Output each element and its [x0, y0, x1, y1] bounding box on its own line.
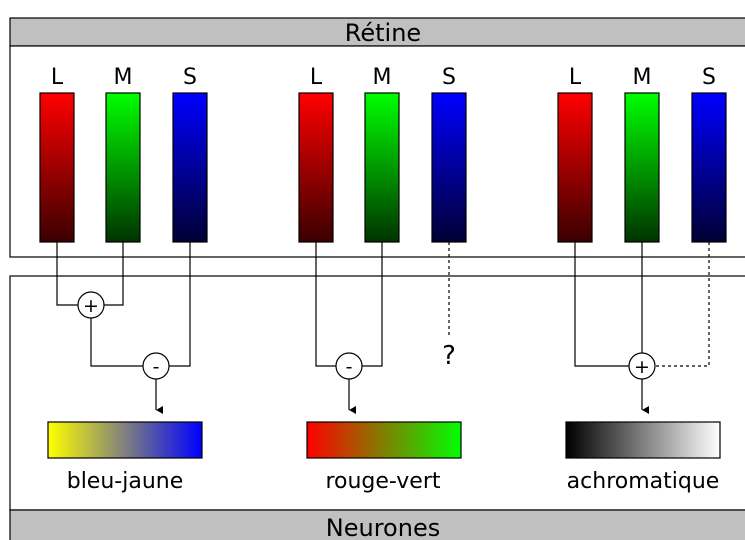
channel-label-blue-yellow: bleu-jaune	[67, 469, 184, 494]
cone-L	[39, 92, 75, 243]
cone-letter-M: M	[114, 65, 133, 90]
cone-letter-L: L	[569, 65, 582, 90]
minus-node	[142, 352, 170, 380]
minus-operator: -	[142, 352, 170, 380]
cone-S	[172, 92, 208, 243]
minus-sign: -	[346, 356, 353, 378]
wiring-achromatic	[574, 242, 710, 414]
neurons-panel: Neurones	[9, 275, 745, 540]
plus-sign: +	[83, 295, 99, 317]
cone-M	[624, 92, 660, 243]
plus-operator: +	[77, 291, 105, 319]
plus-sign: +	[634, 356, 650, 378]
connector-line	[56, 242, 78, 306]
wiring-red-green	[315, 242, 450, 414]
plus-node	[77, 291, 105, 319]
retina-header	[9, 17, 745, 47]
connector-line	[574, 242, 629, 367]
cone-letters: L M S L M S L M S	[51, 65, 716, 90]
connector-line	[315, 242, 336, 367]
achromatic-gradient-bar	[565, 421, 721, 459]
channel-label-red-green: rouge-vert	[325, 469, 440, 494]
connector-line	[90, 318, 143, 367]
cone-L	[298, 92, 334, 243]
cone-M	[105, 92, 141, 243]
cone-S	[431, 92, 467, 243]
retina-title: Rétine	[345, 19, 421, 47]
cone-letter-S: S	[442, 65, 456, 90]
minus-sign: -	[153, 356, 160, 378]
plus-operator: +	[628, 352, 656, 380]
neurons-body	[9, 275, 745, 511]
cone-letter-M: M	[633, 65, 652, 90]
wiring-blue-yellow	[56, 242, 191, 414]
cone-letter-S: S	[183, 65, 197, 90]
cone-letter-S: S	[702, 65, 716, 90]
unknown-mark: ?	[442, 341, 456, 371]
minus-operator: -	[335, 352, 363, 380]
neurons-title: Neurones	[326, 514, 440, 540]
neurons-header	[9, 509, 745, 540]
minus-node	[335, 352, 363, 380]
cone-M	[364, 92, 400, 243]
cone-L	[557, 92, 593, 243]
cone-letter-L: L	[310, 65, 323, 90]
cone-letter-L: L	[51, 65, 64, 90]
red-green-gradient-bar	[306, 421, 462, 459]
cone-letter-M: M	[373, 65, 392, 90]
connector-line	[169, 242, 191, 367]
plus-node	[628, 352, 656, 380]
connector-line	[104, 242, 124, 306]
cone-S	[691, 92, 727, 243]
blue-yellow-gradient-bar	[47, 421, 203, 459]
channel-label-achromatic: achromatique	[567, 469, 720, 494]
connector-line	[362, 242, 383, 367]
